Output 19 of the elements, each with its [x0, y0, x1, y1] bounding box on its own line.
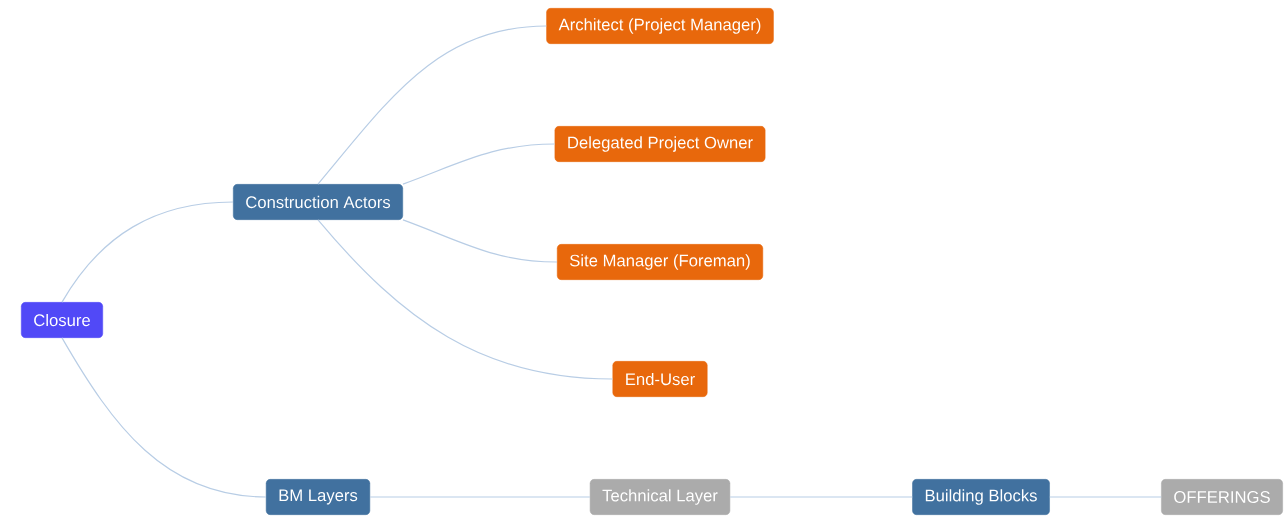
connector-line — [61, 337, 267, 498]
connector-line — [402, 219, 558, 263]
connector-line — [729, 496, 913, 498]
connector-line — [369, 496, 591, 498]
topic-box: OFFERINGS — [1161, 479, 1283, 515]
leaf-box: Architect (Project Manager) — [546, 8, 774, 44]
leaf-box: Site Manager (Foreman) — [556, 244, 764, 280]
connector-line — [1049, 496, 1162, 498]
topic-box: Construction Actors — [233, 184, 403, 220]
connector-line — [61, 201, 234, 303]
leaf-box: Delegated Project Owner — [554, 126, 766, 162]
leaf-box: End-User — [612, 361, 708, 397]
topic-box: Building Blocks — [912, 479, 1050, 515]
root-box: Closure — [21, 302, 103, 338]
connector-line — [317, 219, 614, 380]
connector-line — [317, 25, 547, 185]
topic-box: Technical Layer — [589, 479, 731, 515]
topic-box: BM Layers — [265, 479, 371, 515]
connector-line — [402, 143, 556, 185]
